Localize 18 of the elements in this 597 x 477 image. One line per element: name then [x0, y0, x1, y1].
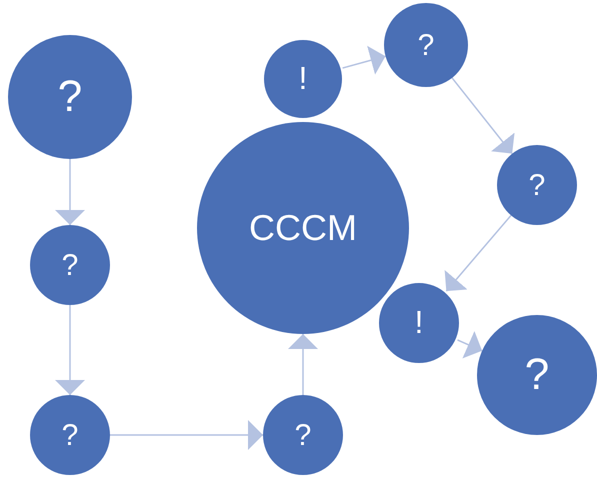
arrow [457, 331, 482, 358]
node-label: ? [62, 418, 78, 452]
node-label: ? [418, 28, 434, 62]
node-label: ! [298, 61, 308, 97]
arrow [110, 420, 263, 450]
arrow [55, 159, 85, 225]
arrow [342, 46, 386, 75]
node-label: ? [528, 168, 546, 202]
node-label: ? [294, 418, 312, 452]
node-label: ? [62, 248, 78, 282]
node-label: ? [524, 350, 550, 400]
arrow [444, 214, 512, 292]
node-label: CCCM [249, 208, 357, 248]
arrow [288, 334, 318, 395]
arrow [452, 77, 515, 154]
node-label: ? [58, 72, 82, 122]
arrow [55, 305, 85, 395]
node-label: ! [414, 305, 424, 341]
